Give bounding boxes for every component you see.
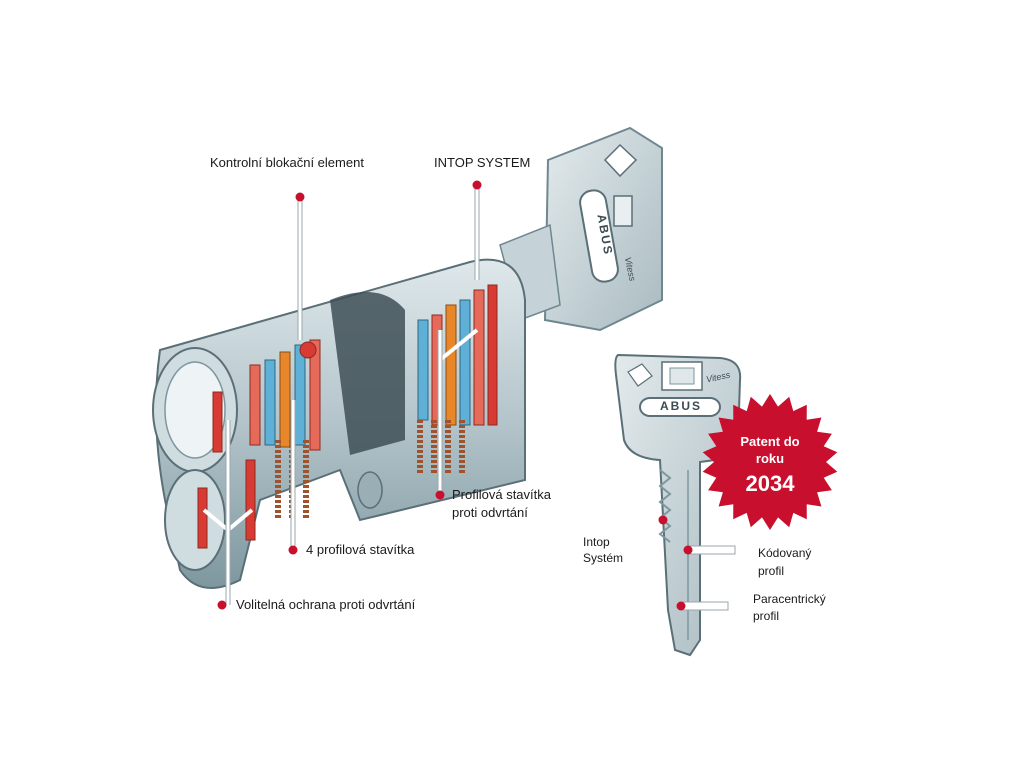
patent-badge-year: 2034 (745, 471, 795, 496)
callout-dot-paracentric-profile (676, 601, 686, 611)
cylinder-leader-lines (202, 185, 479, 605)
loose-key (614, 353, 742, 657)
callout-dot-four-pins (288, 545, 298, 555)
label-coded-profile-2: profil (758, 564, 785, 578)
label-paracentric-profile-1: Paracentrický (753, 592, 826, 606)
callout-dot-intop-system (472, 180, 482, 190)
label-profile-pins-1: Profilová stavítka (452, 487, 551, 502)
label-intop-key-1: Intop (583, 535, 610, 549)
pin-stack-left (197, 339, 321, 549)
label-intop-key-2: Systém (583, 551, 624, 565)
label-optional-protection: Volitelná ochrana proti odvrtání (236, 597, 416, 612)
abus-logo-loose-key: ABUS (659, 399, 702, 413)
label-coded-profile-1: Kódovaný (758, 546, 812, 560)
label-four-profile-pins: 4 profilová stavítka (306, 542, 415, 557)
callout-dot-optional-protection (217, 600, 227, 610)
label-intop-system: INTOP SYSTEM (434, 155, 531, 170)
patent-starburst (702, 394, 838, 530)
callout-dot-coded-profile (683, 545, 693, 555)
label-paracentric-profile-2: profil (753, 609, 780, 623)
patent-badge-line1: Patent do (740, 434, 800, 449)
patent-badge-line2: roku (755, 451, 785, 466)
callout-dot-intop-key (658, 515, 668, 525)
label-control-element: Kontrolní blokační element (210, 155, 364, 170)
label-profile-pins-2: proti odvrtání (452, 505, 528, 520)
cylinder-leader-outlines (225, 185, 480, 605)
callout-dot-control-element (295, 192, 305, 202)
callout-dot-profile-pins (435, 490, 445, 500)
pin-stack-right (417, 284, 498, 475)
